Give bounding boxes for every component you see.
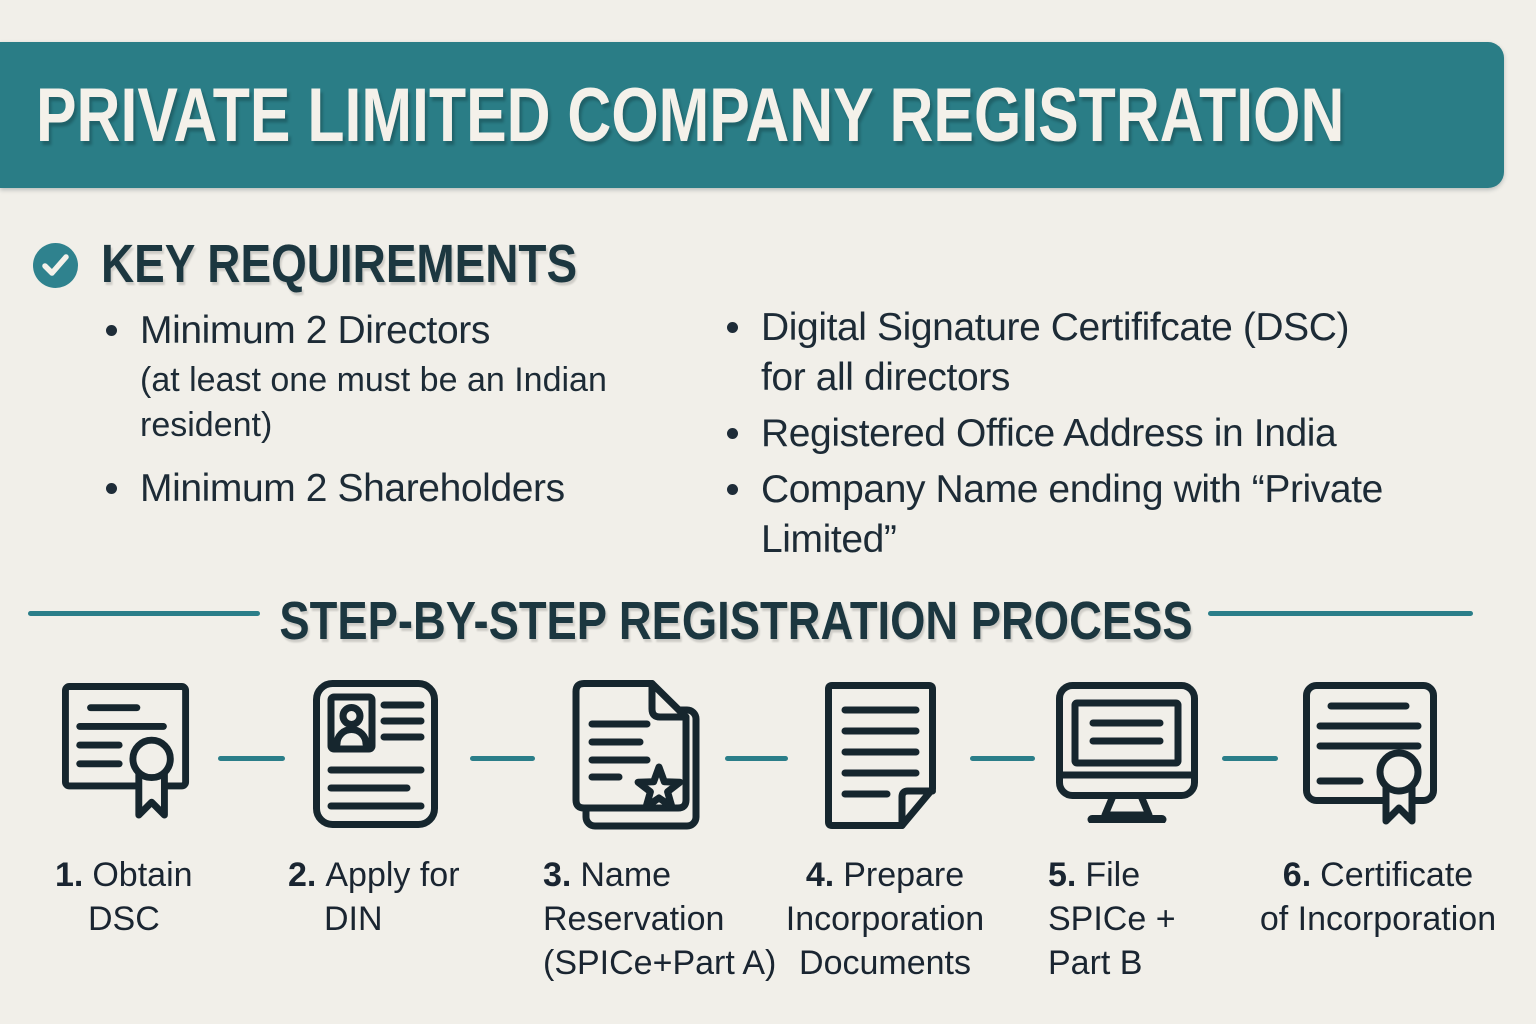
certificate-icon <box>62 683 190 819</box>
requirement-text: Registered Office Address in India <box>761 412 1337 455</box>
list-item: Minimum 2 Shareholders <box>106 464 706 514</box>
check-circle-icon <box>33 243 78 288</box>
bullet-dot <box>727 322 738 333</box>
step-label-1: 1.Obtain DSC <box>55 853 193 941</box>
step-number: 4. <box>805 856 835 894</box>
step-label-2: 2.Apply for DIN <box>288 853 460 941</box>
page-title: PRIVATE LIMITED COMPANY REGISTRATION <box>36 72 1345 158</box>
connector-line <box>1222 756 1278 761</box>
connector-line <box>218 756 285 761</box>
step-text: File <box>1085 856 1141 894</box>
process-steps: 1.Obtain DSC 2.Apply for DIN 3.Name Rese… <box>0 670 1536 1024</box>
list-item: Registered Office Address in India <box>727 409 1497 459</box>
step-label-4: 4.Prepare Incorporation Documents <box>765 853 1005 985</box>
bullet-dot <box>727 428 738 439</box>
step-text: DIN <box>324 900 383 938</box>
step-text: Prepare <box>843 856 965 894</box>
requirement-note: (at least one must be an Indian resident… <box>140 361 607 444</box>
connector-line <box>470 756 535 761</box>
bullet-dot <box>106 483 117 494</box>
list-item: Company Name ending with “Private Limite… <box>727 465 1497 565</box>
divider-line-left <box>28 611 260 616</box>
step-text: DSC <box>88 900 160 938</box>
step-text: SPICe + <box>1048 900 1176 938</box>
step-text: Reservation <box>543 900 725 938</box>
connector-line <box>970 756 1035 761</box>
step-label-5: 5.File SPICe + Part B <box>1048 853 1176 985</box>
step-text: Documents <box>799 944 971 982</box>
certificate-seal-icon <box>1303 682 1437 825</box>
bullet-dot <box>727 484 738 495</box>
requirement-text: Minimum 2 Shareholders <box>140 467 565 510</box>
computer-icon <box>1056 682 1198 823</box>
step-text: Apply for <box>325 856 460 894</box>
list-item: Minimum 2 Directors (at least one must b… <box>106 306 706 448</box>
process-heading: STEP-BY-STEP REGISTRATION PROCESS <box>279 591 1193 651</box>
divider-line-right <box>1208 611 1473 616</box>
step-text: (SPICe+Part A) <box>543 944 777 982</box>
list-item: Digital Signature Certififcate (DSC) for… <box>727 303 1497 403</box>
requirements-left-column: Minimum 2 Directors (at least one must b… <box>106 306 706 514</box>
step-text: Part B <box>1048 944 1143 982</box>
requirement-text: Company Name ending with “Private Limite… <box>761 468 1383 561</box>
bullet-dot <box>106 325 117 336</box>
step-number: 1. <box>55 856 84 894</box>
requirement-text: Minimum 2 Directors <box>140 309 490 352</box>
key-requirements-heading: KEY REQUIREMENTS <box>101 234 578 294</box>
connector-line <box>725 756 788 761</box>
step-number: 6. <box>1282 856 1312 894</box>
step-label-3: 3.Name Reservation (SPICe+Part A) <box>543 853 776 985</box>
requirements-right-column: Digital Signature Certififcate (DSC) for… <box>727 303 1497 571</box>
document-icon <box>825 682 936 829</box>
header-banner: PRIVATE LIMITED COMPANY REGISTRATION <box>0 42 1504 188</box>
requirement-text: Digital Signature Certififcate (DSC) for… <box>761 306 1350 399</box>
step-text: of Incorporation <box>1259 900 1497 938</box>
step-text: Obtain <box>92 856 193 894</box>
step-number: 5. <box>1048 856 1077 894</box>
step-label-6: 6.Certificate of Incorporation <box>1253 853 1503 941</box>
documents-star-icon <box>572 680 700 830</box>
step-text: Name <box>580 856 672 894</box>
id-card-icon <box>313 680 438 828</box>
step-text: Incorporation <box>785 900 985 938</box>
step-number: 3. <box>543 856 572 894</box>
step-text: Certificate <box>1320 856 1474 894</box>
step-number: 2. <box>288 856 317 894</box>
